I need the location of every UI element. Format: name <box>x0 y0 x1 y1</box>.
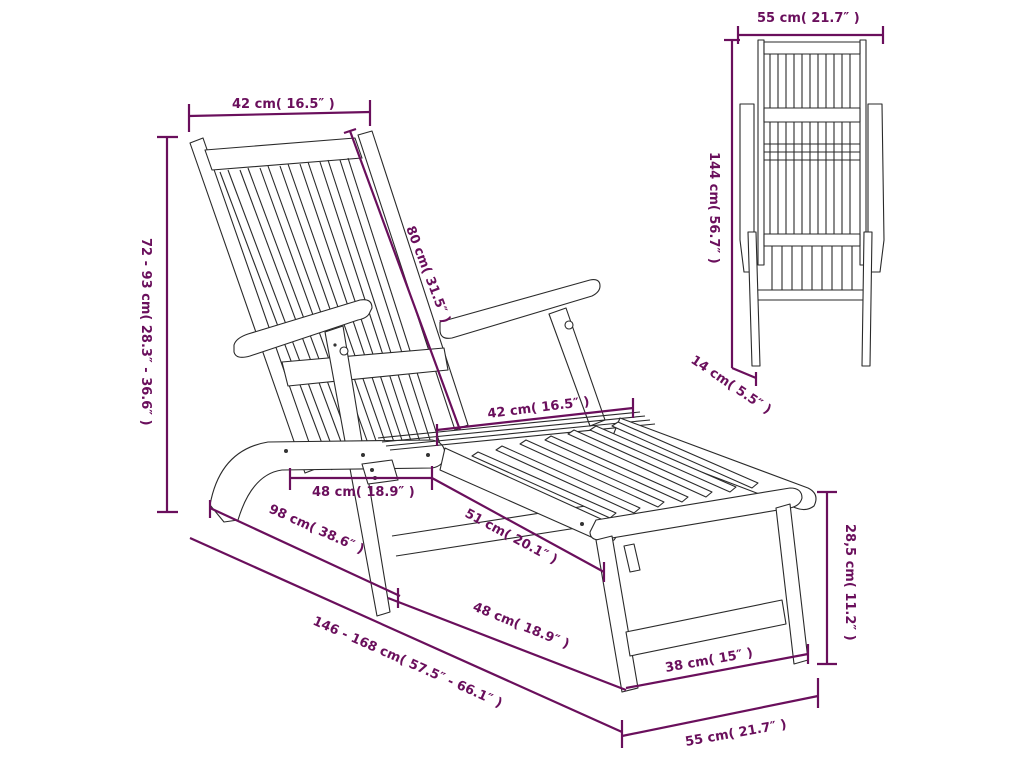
dimension-lines <box>157 26 885 748</box>
label-total-length: 146 - 168 cm( 57.5″ - 66.1″ ) <box>310 614 504 711</box>
label-backrest-width: 42 cm( 16.5″ ) <box>232 97 335 112</box>
label-top-length: 144 cm( 56.7″ ) <box>706 152 721 264</box>
label-footrest-outer-width: 55 cm( 21.7″ ) <box>684 717 788 750</box>
label-base-length: 98 cm( 38.6″ ) <box>266 502 366 557</box>
label-seat-depth: 48 cm( 18.9″ ) <box>312 485 415 500</box>
label-footrest-depth: 48 cm( 18.9″ ) <box>471 600 572 652</box>
label-top-width: 55 cm( 21.7″ ) <box>757 11 860 26</box>
label-leg-thickness: 14 cm( 5.5″ ) <box>688 353 774 418</box>
chair-top-view <box>739 39 885 367</box>
chair-side-drawing <box>189 130 817 693</box>
label-footrest-height: 28,5 cm( 11.2″ ) <box>842 524 857 641</box>
label-height-range: 72 - 93 cm( 28.3″ - 36.6″ ) <box>138 238 153 426</box>
